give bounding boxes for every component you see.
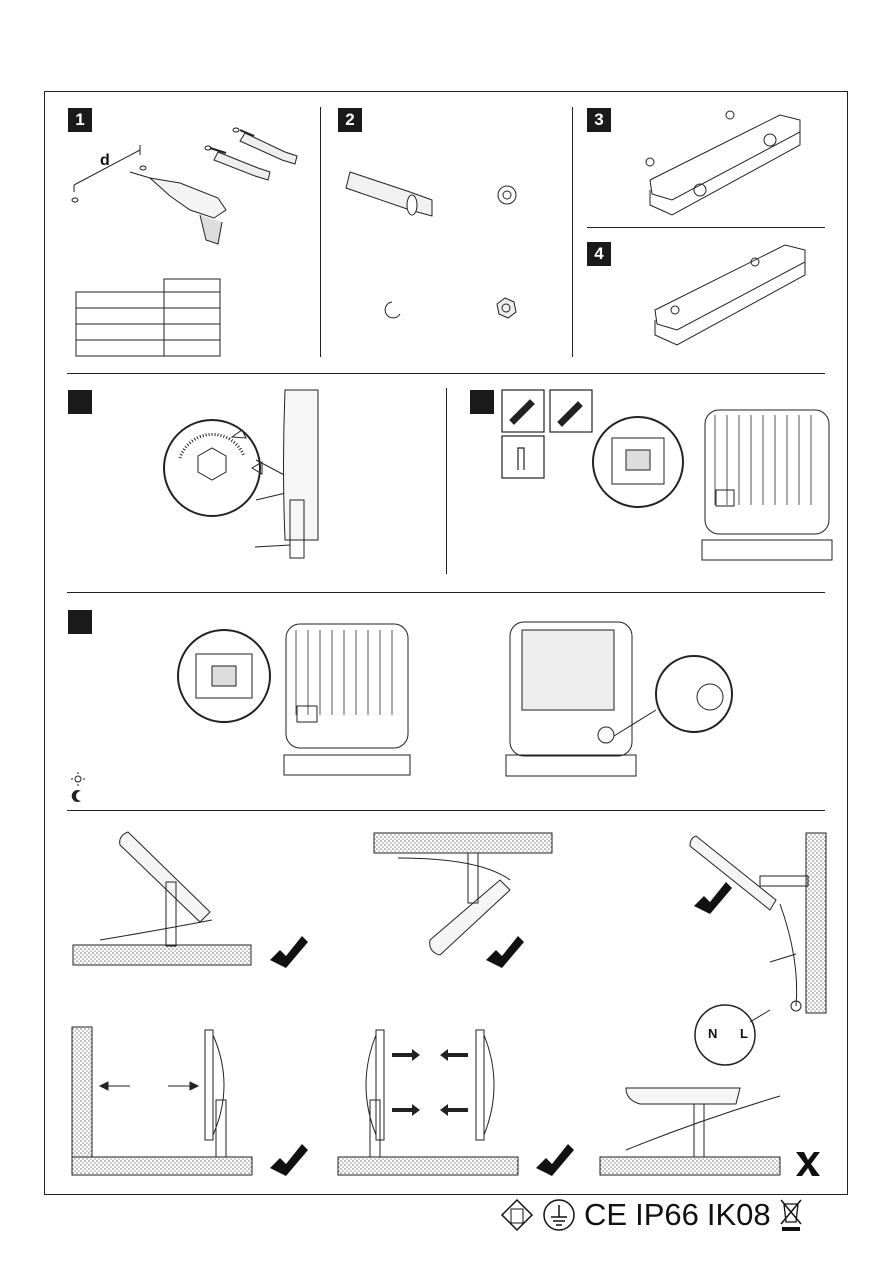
luminaire-outlines [100, 832, 808, 1157]
hardware-parts [346, 172, 516, 318]
wall-slab-2 [72, 1027, 92, 1157]
live-label: L [740, 1026, 748, 1041]
wall-slab [806, 833, 826, 1013]
floor-slab-1 [73, 945, 251, 965]
drill-illustration [72, 128, 297, 244]
ip-rating: IP66 [635, 1197, 699, 1233]
ground-icon [542, 1198, 576, 1232]
bracket-step3 [646, 111, 800, 215]
switch-detail-row3 [178, 624, 410, 775]
neutral-label: N [708, 1026, 717, 1041]
moon-icon [72, 790, 81, 802]
verdict-marks [270, 882, 820, 1176]
class-icon [500, 1198, 534, 1232]
front-view-sensor [506, 622, 732, 776]
ceiling-slab [374, 833, 552, 853]
crossed-bin-icon [779, 1198, 803, 1232]
sun-icon [71, 772, 85, 786]
drill-table [76, 279, 220, 356]
ce-mark: CE [584, 1197, 627, 1233]
floor-slab-2 [72, 1157, 252, 1175]
certification-marks: CE IP66 IK08 [500, 1196, 845, 1234]
floor-slab-3 [338, 1157, 518, 1175]
floor-slab-4 [600, 1157, 780, 1175]
ik-rating: IK08 [707, 1197, 771, 1233]
tool-icons [502, 390, 592, 478]
bracket-step4 [655, 245, 805, 345]
back-view-switch [593, 410, 832, 560]
tilt-dial-detail [164, 390, 318, 558]
